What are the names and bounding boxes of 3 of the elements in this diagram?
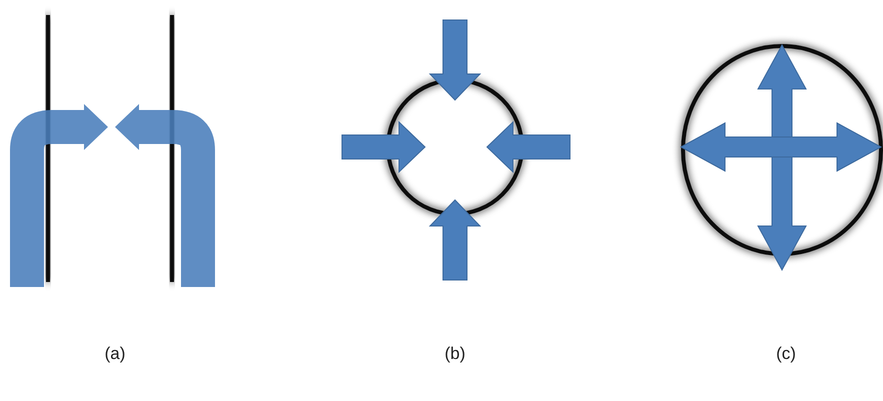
panel-label: (a) (104, 344, 126, 364)
panel-label: (c) (776, 344, 796, 364)
panel-label: (b) (444, 344, 466, 364)
